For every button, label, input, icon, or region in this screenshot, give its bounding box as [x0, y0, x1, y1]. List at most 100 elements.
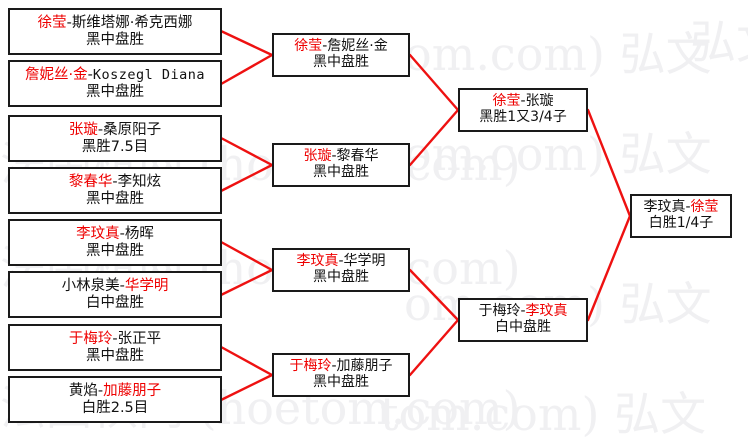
match-players: 小林泉美-华学明	[62, 278, 169, 294]
match-box-round-1-4[interactable]: 黎春华-李知炫黑中盘胜	[8, 167, 222, 214]
match-box-final-1[interactable]: 李玟真-徐莹白胜1/4子	[630, 194, 732, 238]
connector-line	[408, 108, 460, 167]
connector-line	[220, 268, 274, 296]
player-two-name: 加藤朋子	[103, 383, 162, 400]
match-players: 李玟真-杨晖	[76, 226, 154, 242]
connector-line	[220, 137, 274, 167]
watermark-text: 弘文	[690, 15, 748, 69]
player-two-name: 桑原阳子	[103, 122, 162, 139]
name-separator: -	[331, 148, 337, 165]
match-players: 张璇-桑原阳子	[69, 122, 161, 138]
match-result: 白胜2.5目	[81, 399, 149, 416]
match-box-round-2-1[interactable]: 徐莹-詹妮丝·金黑中盘胜	[272, 33, 410, 77]
match-players: 于梅玲-李玟真	[478, 303, 568, 320]
match-players: 黄焰-加藤朋子	[69, 383, 161, 399]
match-players: 徐莹-张璇	[492, 93, 553, 110]
player-one-name: 于梅玲	[68, 331, 113, 348]
match-players: 徐莹-斯维塔娜·希克西娜	[38, 15, 193, 31]
connector-line	[586, 108, 632, 218]
match-box-round-1-6[interactable]: 小林泉美-华学明白中盘胜	[8, 271, 222, 318]
match-players: 詹妮丝·金-Koszegl Diana	[25, 67, 205, 83]
player-one-name: 李玟真	[643, 199, 686, 216]
player-two-name: 斯维塔娜·希克西娜	[71, 15, 193, 32]
player-two-name: Koszegl Diana	[92, 67, 205, 84]
match-box-round-1-3[interactable]: 张璇-桑原阳子黑胜7.5目	[8, 115, 222, 162]
connector-line	[408, 268, 460, 322]
name-separator: -	[87, 67, 93, 84]
match-box-round-1-5[interactable]: 李玟真-杨晖黑中盘胜	[8, 219, 222, 266]
watermark-text: om.com) 弘文	[404, 27, 712, 81]
player-one-name: 詹妮丝·金	[24, 67, 88, 84]
match-players: 张璇-黎春华	[303, 148, 379, 165]
name-separator: -	[97, 122, 104, 139]
player-two-name: 杨晖	[124, 226, 154, 243]
player-one-name: 张璇	[68, 122, 98, 139]
name-separator: -	[338, 253, 344, 270]
watermark-text: tom.com) 弘文	[380, 387, 707, 441]
match-box-round-1-7[interactable]: 于梅玲-张正平黑中盘胜	[8, 324, 222, 371]
match-players: 李玟真-华学明	[296, 253, 386, 270]
player-one-name: 徐莹	[492, 93, 521, 110]
player-two-name: 华学明	[343, 253, 386, 270]
player-two-name: 詹妮丝·金	[327, 38, 388, 55]
match-result: 白中盘胜	[495, 319, 551, 335]
match-players: 李玟真-徐莹	[643, 199, 719, 216]
match-result: 黑中盘胜	[313, 269, 369, 285]
connector-line	[220, 241, 274, 272]
connector-line	[220, 346, 274, 377]
player-one-name: 徐莹	[294, 38, 323, 55]
player-one-name: 李玟真	[296, 253, 339, 270]
player-two-name: 黎春华	[336, 148, 379, 165]
player-two-name: 徐莹	[690, 199, 719, 216]
player-one-name: 黄焰	[68, 383, 98, 400]
player-one-name: 黎春华	[68, 174, 113, 191]
name-separator: -	[520, 93, 526, 110]
match-box-round-2-3[interactable]: 李玟真-华学明黑中盘胜	[272, 248, 410, 292]
player-one-name: 于梅玲	[478, 303, 521, 320]
match-box-round-1-1[interactable]: 徐莹-斯维塔娜·希克西娜黑中盘胜	[8, 8, 222, 55]
name-separator: -	[520, 303, 526, 320]
connector-line	[408, 318, 460, 377]
match-players: 于梅玲-加藤朋子	[289, 358, 393, 375]
name-separator: -	[331, 358, 337, 375]
match-players: 徐莹-詹妮丝·金	[294, 38, 388, 55]
player-one-name: 张璇	[303, 148, 332, 165]
name-separator: -	[119, 226, 125, 243]
match-box-round-2-2[interactable]: 张璇-黎春华黑中盘胜	[272, 143, 410, 187]
match-result: 黑中盘胜	[313, 164, 369, 180]
match-result: 黑中盘胜	[86, 242, 144, 259]
connector-line	[220, 373, 274, 401]
connector-line	[586, 214, 632, 322]
name-separator: -	[685, 199, 691, 216]
connector-line	[220, 163, 274, 192]
player-one-name: 小林泉美	[61, 278, 120, 295]
match-players: 于梅玲-张正平	[69, 331, 161, 347]
name-separator: -	[66, 15, 72, 32]
player-two-name: 张正平	[117, 331, 162, 348]
name-separator: -	[112, 331, 118, 348]
match-result: 黑中盘胜	[313, 374, 369, 390]
player-one-name: 李玟真	[76, 226, 120, 243]
player-one-name: 于梅玲	[289, 358, 332, 375]
name-separator: -	[97, 383, 104, 400]
match-result: 黑中盘胜	[86, 347, 144, 364]
match-result: 黑胜1又3/4子	[479, 109, 567, 125]
match-box-semifinal-2[interactable]: 于梅玲-李玟真白中盘胜	[458, 298, 588, 342]
match-box-round-1-8[interactable]: 黄焰-加藤朋子白胜2.5目	[8, 376, 222, 423]
player-one-name: 徐莹	[37, 15, 67, 32]
player-two-name: 华学明	[124, 278, 169, 295]
player-two-name: 李玟真	[525, 303, 568, 320]
connector-line	[220, 53, 274, 85]
match-result: 白胜1/4子	[648, 215, 714, 231]
connector-line	[220, 30, 274, 57]
player-two-name: 加藤朋子	[336, 358, 393, 375]
player-two-name: 李知炫	[117, 174, 162, 191]
match-players: 黎春华-李知炫	[69, 174, 161, 190]
match-box-round-2-4[interactable]: 于梅玲-加藤朋子黑中盘胜	[272, 353, 410, 397]
name-separator: -	[322, 38, 328, 55]
match-box-semifinal-1[interactable]: 徐莹-张璇黑胜1又3/4子	[458, 88, 588, 132]
name-separator: -	[112, 174, 118, 191]
match-result: 白中盘胜	[86, 294, 144, 311]
